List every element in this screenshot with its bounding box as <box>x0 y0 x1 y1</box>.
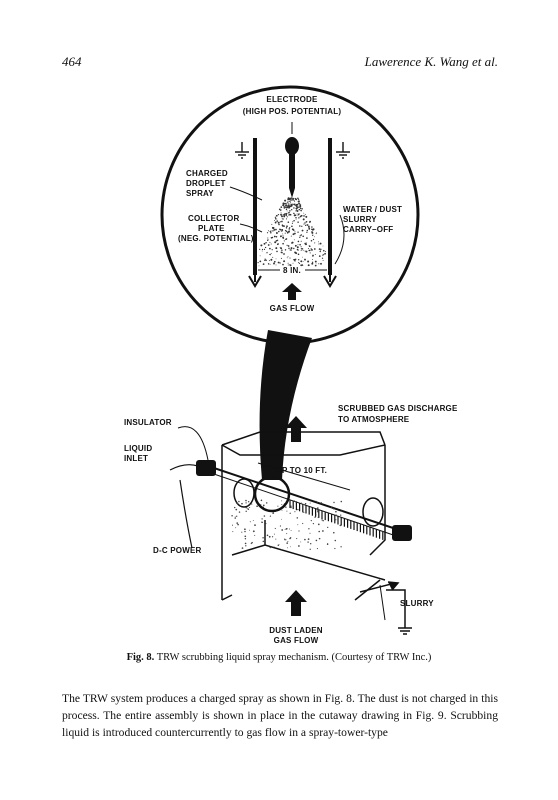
label-dust-gas-flow: GAS FLOW <box>274 636 319 645</box>
label-electrode-potential: (HIGH POS. POTENTIAL) <box>243 107 342 116</box>
caption-label: Fig. 8. <box>126 652 155 663</box>
label-slurry: SLURRY <box>400 599 434 608</box>
gas-flow-arrow-small <box>282 283 302 300</box>
label-dc-power: D-C POWER <box>153 546 201 555</box>
label-insulator: INSULATOR <box>124 418 172 427</box>
figure-caption: Fig. 8. TRW scrubbing liquid spray mecha… <box>0 652 558 663</box>
label-discharge: SCRUBBED GAS DISCHARGE <box>338 404 458 413</box>
collector-fins <box>289 500 384 540</box>
label-liquid: LIQUID <box>124 444 152 453</box>
label-spacing: 8 IN. <box>283 266 301 275</box>
label-dust-laden: DUST LADEN <box>269 626 323 635</box>
collector-plates <box>253 138 332 275</box>
label-slurry-top: SLURRY <box>343 215 377 224</box>
discharge-arrow <box>285 416 307 442</box>
droplet-spray <box>257 197 326 267</box>
magnifier-focus-circle <box>253 475 291 513</box>
label-plate: PLATE <box>198 224 225 233</box>
electrode <box>285 137 299 198</box>
label-spray: SPRAY <box>186 189 214 198</box>
dust-laden-arrow <box>285 590 307 616</box>
length-dimension <box>257 462 351 491</box>
label-inlet: INLET <box>124 454 148 463</box>
page-number: 464 <box>62 54 82 69</box>
label-charged: CHARGED <box>186 169 228 178</box>
slurry-arrows <box>248 268 337 288</box>
caption-text: TRW scrubbing liquid spray mechanism. (C… <box>156 652 432 663</box>
slurry-pipe <box>359 581 400 593</box>
label-electrode: ELECTRODE <box>266 95 318 104</box>
label-carry-off: CARRY–OFF <box>343 225 393 234</box>
droplet-spray-unit <box>231 499 343 550</box>
ground-symbols <box>235 142 350 159</box>
magnifier-connector <box>259 330 312 480</box>
label-neg-potential: (NEG. POTENTIAL) <box>178 234 254 243</box>
running-header-authors: Lawerence K. Wang et al. <box>364 54 498 69</box>
label-length: UP TO 10 FT. <box>276 466 327 475</box>
wires <box>169 464 199 549</box>
scrubber-unit <box>204 431 412 635</box>
label-gas-flow: GAS FLOW <box>270 304 315 313</box>
body-paragraph: The TRW system produces a charged spray … <box>62 692 498 739</box>
label-water-dust: WATER / DUST <box>343 205 402 214</box>
leader-lines <box>177 122 345 461</box>
label-collector: COLLECTOR <box>188 214 239 223</box>
label-droplet: DROPLET <box>186 179 226 188</box>
insulator-coil <box>196 460 412 541</box>
label-atmosphere: TO ATMOSPHERE <box>338 415 410 424</box>
